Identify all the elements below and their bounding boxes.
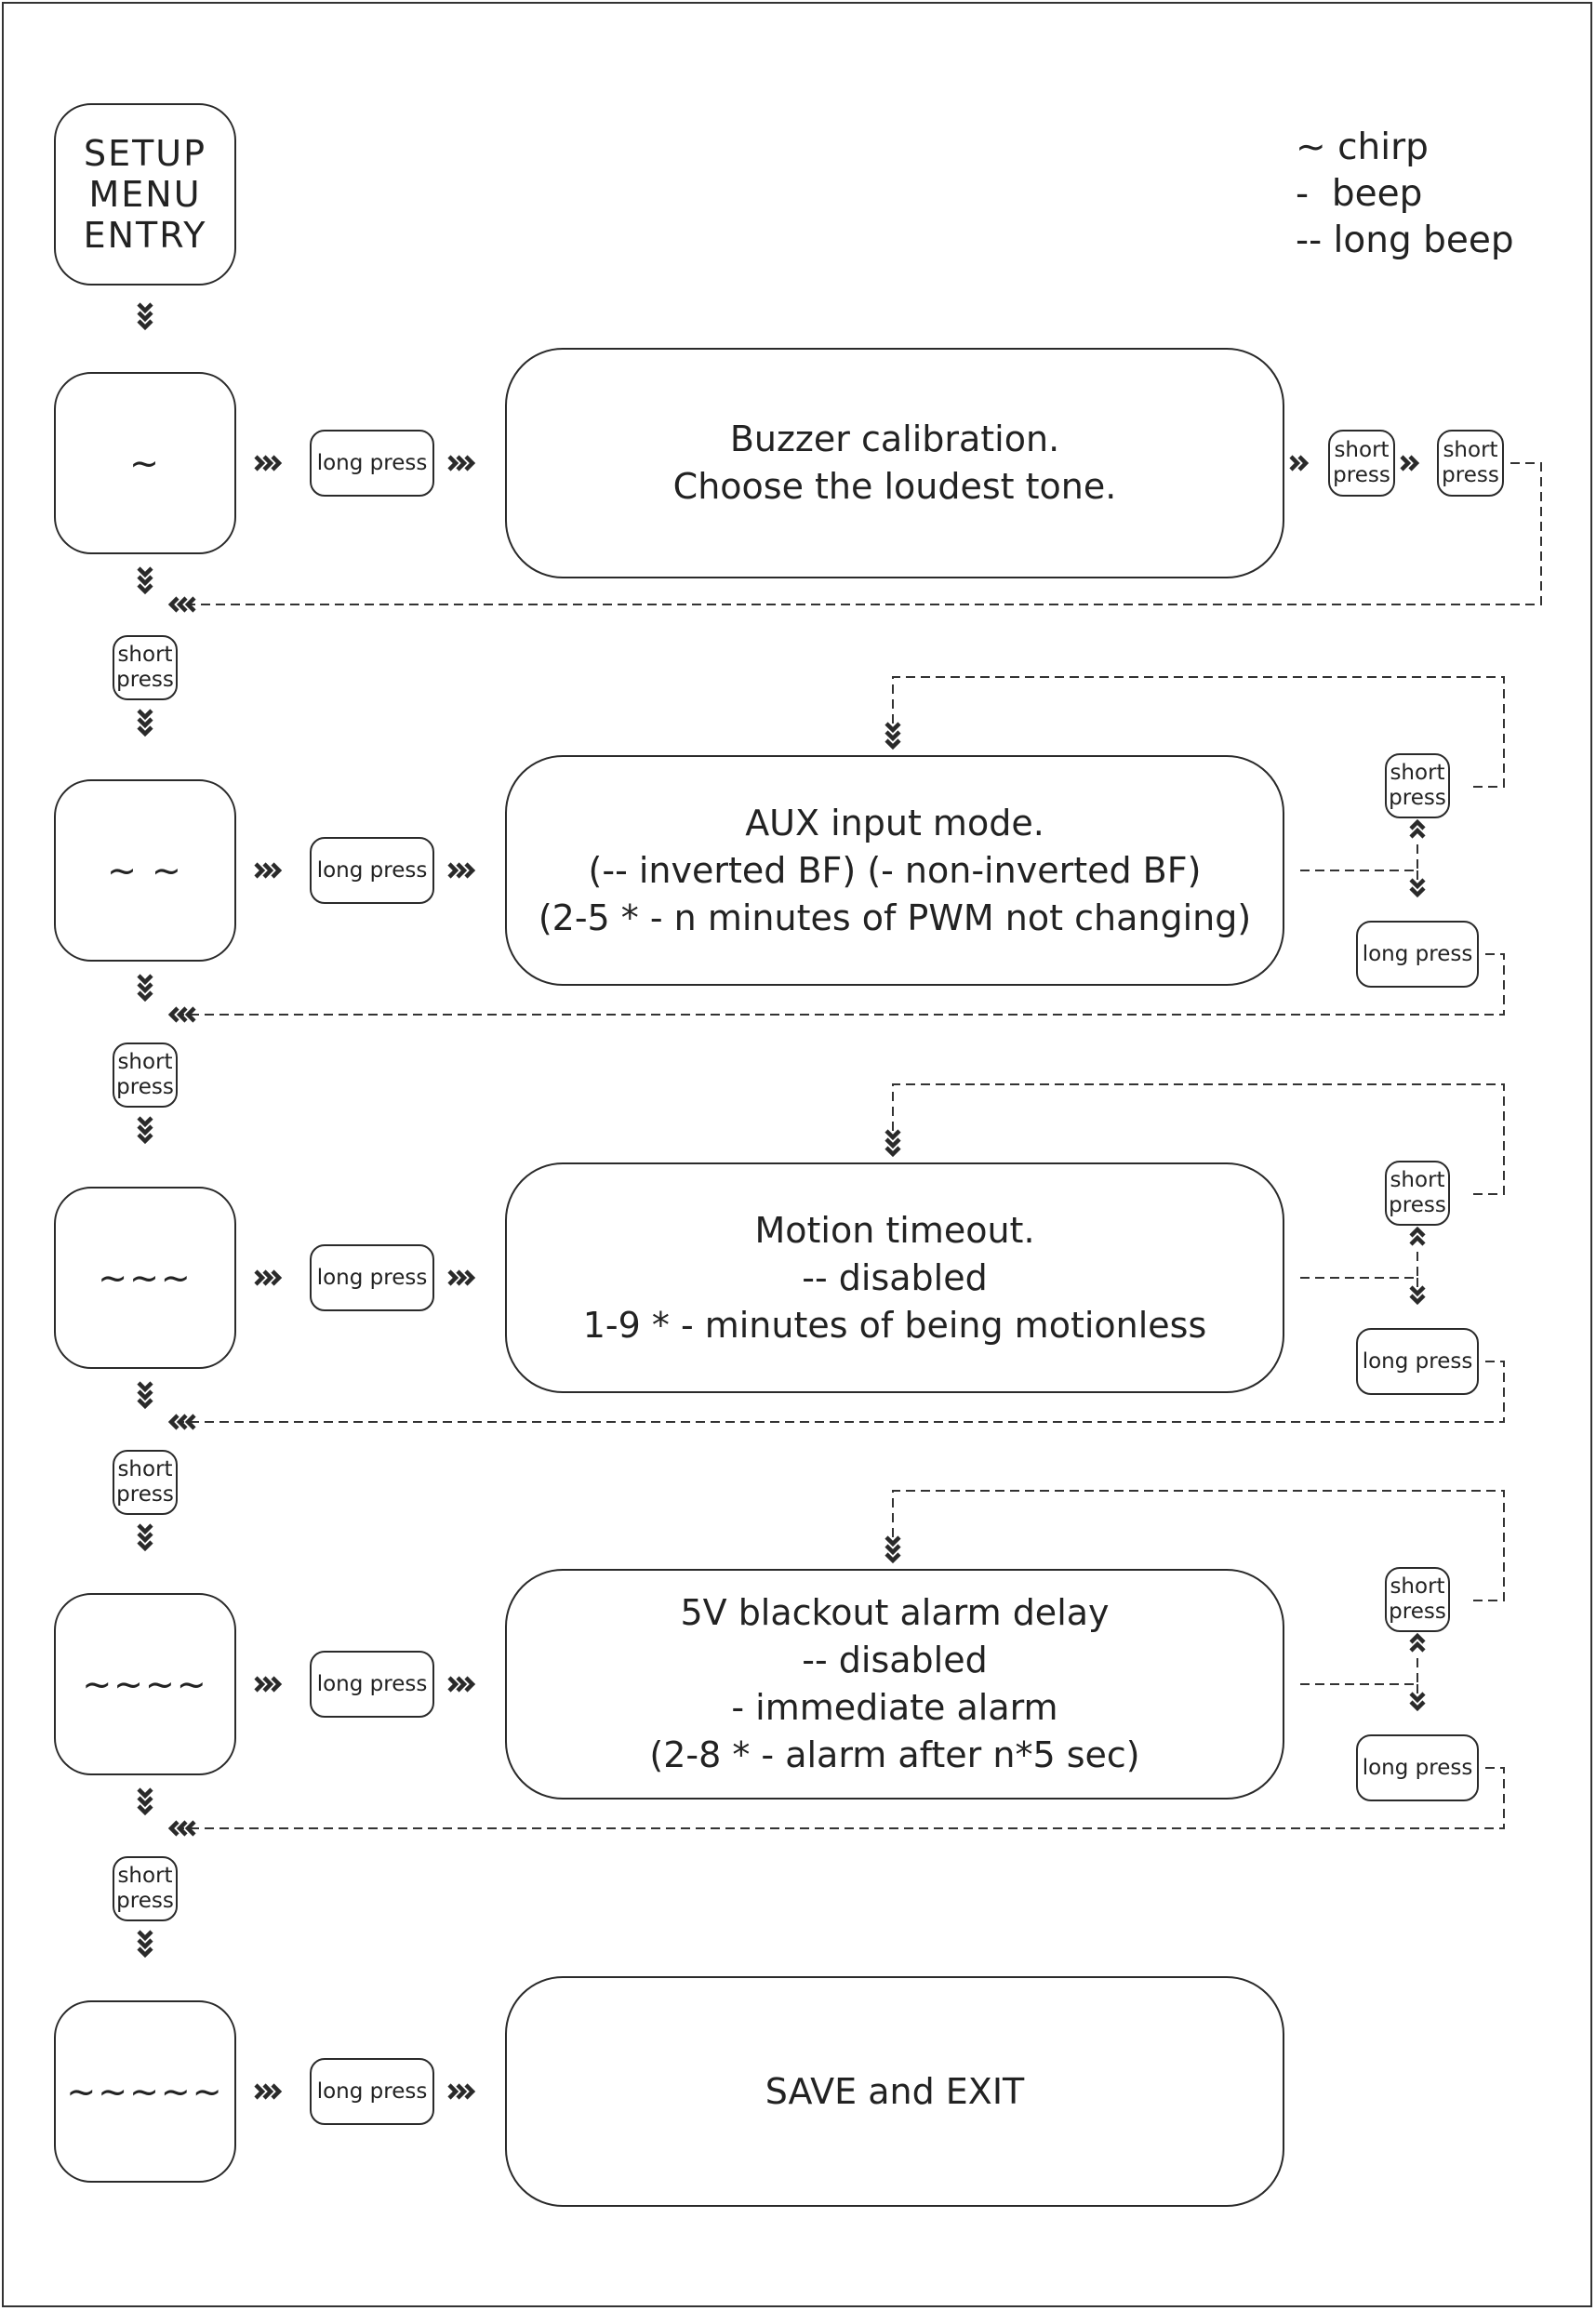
down-arrow bbox=[1409, 1692, 1426, 1712]
cycle-loop-path bbox=[1300, 841, 1418, 871]
left-arrow bbox=[167, 1006, 196, 1023]
return-path bbox=[182, 953, 1505, 1016]
long-press-label: long press bbox=[1356, 921, 1479, 988]
setup-entry-box: SETUP MENU ENTRY bbox=[54, 103, 236, 286]
right-arrow bbox=[254, 2083, 283, 2100]
cycle-loop-path bbox=[892, 676, 1505, 788]
cycle-loop-path bbox=[1300, 1654, 1418, 1685]
up-arrow bbox=[1409, 1632, 1426, 1653]
menu-item-description: AUX input mode. (-- inverted BF) (- non-… bbox=[505, 755, 1284, 986]
right-arrow bbox=[1400, 455, 1420, 471]
right-arrow bbox=[447, 1269, 476, 1286]
long-press-label: long press bbox=[310, 1651, 434, 1718]
long-press-label: long press bbox=[310, 2058, 434, 2125]
short-press-label: short press bbox=[1385, 753, 1450, 818]
up-arrow bbox=[1409, 818, 1426, 839]
right-arrow bbox=[447, 455, 476, 471]
short-press-label: short press bbox=[1385, 1567, 1450, 1632]
legend-item: ~ chirp bbox=[1296, 126, 1429, 168]
cycle-loop-path bbox=[892, 1490, 1505, 1601]
menu-state-indicator: ~ ~ bbox=[54, 779, 236, 962]
right-arrow bbox=[447, 2083, 476, 2100]
menu-state-indicator: ~ bbox=[54, 372, 236, 554]
right-arrow bbox=[447, 862, 476, 879]
short-press-label: short press bbox=[1437, 430, 1504, 497]
right-arrow bbox=[447, 1676, 476, 1693]
cycle-loop-path bbox=[892, 1083, 1505, 1195]
down-arrow bbox=[884, 1129, 901, 1158]
down-arrow bbox=[137, 1787, 153, 1816]
right-arrow bbox=[254, 862, 283, 879]
short-press-label: short press bbox=[113, 1856, 178, 1921]
return-path bbox=[182, 462, 1542, 605]
return-path bbox=[182, 1361, 1505, 1423]
short-press-label: short press bbox=[113, 1450, 178, 1515]
short-press-label: short press bbox=[1385, 1161, 1450, 1226]
right-arrow bbox=[1289, 455, 1310, 471]
down-arrow bbox=[137, 1930, 153, 1959]
long-press-label: long press bbox=[310, 430, 434, 497]
short-press-label: short press bbox=[113, 1043, 178, 1108]
down-arrow bbox=[137, 566, 153, 595]
short-press-label: short press bbox=[113, 635, 178, 700]
down-arrow bbox=[884, 722, 901, 750]
return-path bbox=[182, 1767, 1505, 1829]
down-arrow bbox=[137, 1381, 153, 1410]
long-press-label: long press bbox=[1356, 1734, 1479, 1801]
down-arrow bbox=[137, 1116, 153, 1145]
menu-item-description: Motion timeout. -- disabled 1-9 * - minu… bbox=[505, 1162, 1284, 1393]
down-arrow bbox=[1409, 878, 1426, 898]
long-press-label: long press bbox=[310, 1244, 434, 1311]
down-arrow bbox=[884, 1535, 901, 1564]
menu-state-indicator: ~~~ bbox=[54, 1187, 236, 1369]
menu-item-description: Buzzer calibration. Choose the loudest t… bbox=[505, 348, 1284, 578]
right-arrow bbox=[254, 455, 283, 471]
long-press-label: long press bbox=[1356, 1328, 1479, 1395]
legend-item: -- long beep bbox=[1296, 219, 1514, 261]
left-arrow bbox=[167, 596, 196, 613]
menu-state-indicator: ~~~~~ bbox=[54, 2000, 236, 2183]
cycle-loop-path bbox=[1300, 1248, 1418, 1279]
menu-item-description: 5V blackout alarm delay -- disabled - im… bbox=[505, 1569, 1284, 1800]
legend-item: - beep bbox=[1296, 173, 1423, 215]
left-arrow bbox=[167, 1820, 196, 1837]
right-arrow bbox=[254, 1676, 283, 1693]
down-arrow bbox=[137, 974, 153, 1003]
down-arrow bbox=[1409, 1285, 1426, 1306]
left-arrow bbox=[167, 1414, 196, 1430]
up-arrow bbox=[1409, 1226, 1426, 1246]
right-arrow bbox=[254, 1269, 283, 1286]
down-arrow bbox=[137, 709, 153, 737]
down-arrow bbox=[137, 302, 153, 331]
down-arrow bbox=[137, 1523, 153, 1552]
long-press-label: long press bbox=[310, 837, 434, 904]
menu-state-indicator: ~~~~ bbox=[54, 1593, 236, 1775]
short-press-label: short press bbox=[1328, 430, 1395, 497]
menu-item-description: SAVE and EXIT bbox=[505, 1976, 1284, 2207]
